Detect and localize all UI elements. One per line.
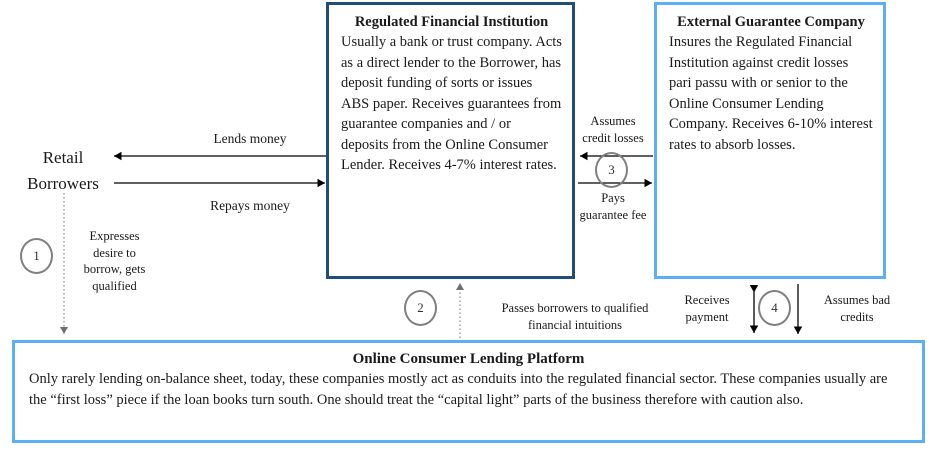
- edge-label-assumes-credit-losses: Assumes credit losses: [582, 114, 644, 145]
- step-marker-1: 1: [20, 238, 53, 274]
- box-body-regulated-financial-institution: Usually a bank or trust company. Acts as…: [341, 34, 562, 173]
- box-regulated-financial-institution: Regulated Financial Institution Usually …: [326, 2, 575, 279]
- edge-label-assumes-bad-credits: Assumes bad credits: [823, 293, 891, 324]
- box-title-external-guarantee-company: External Guarantee Company: [677, 14, 865, 30]
- edge-label-receives-payment: Receives payment: [684, 293, 730, 324]
- box-title-regulated-financial-institution: Regulated Financial Institution: [354, 14, 549, 30]
- box-online-consumer-lending-platform: Online Consumer Lending Platform Only ra…: [12, 340, 925, 443]
- step-marker-2: 2: [404, 290, 437, 326]
- box-body-online-consumer-lending-platform: Only rarely lending on-balance sheet, to…: [29, 371, 888, 408]
- edge-label-expresses-desire: Expresses desire to borrow, gets qualifi…: [83, 229, 146, 293]
- box-body-external-guarantee-company: Insures the Regulated Financial Institut…: [669, 34, 873, 153]
- edge-label-lends-money: Lends money: [213, 131, 287, 146]
- node-retail-borrowers: Retail Borrowers: [27, 148, 99, 193]
- edge-label-repays-money: Repays money: [210, 198, 290, 213]
- box-title-online-consumer-lending-platform: Online Consumer Lending Platform: [352, 351, 585, 367]
- step-marker-3: 3: [595, 152, 628, 188]
- step-marker-4: 4: [758, 290, 791, 326]
- edge-label-passes-borrowers: Passes borrowers to qualified financial …: [501, 301, 649, 332]
- box-external-guarantee-company: External Guarantee Company Insures the R…: [654, 2, 886, 279]
- edge-label-pays-guarantee-fee: Pays guarantee fee: [579, 191, 647, 222]
